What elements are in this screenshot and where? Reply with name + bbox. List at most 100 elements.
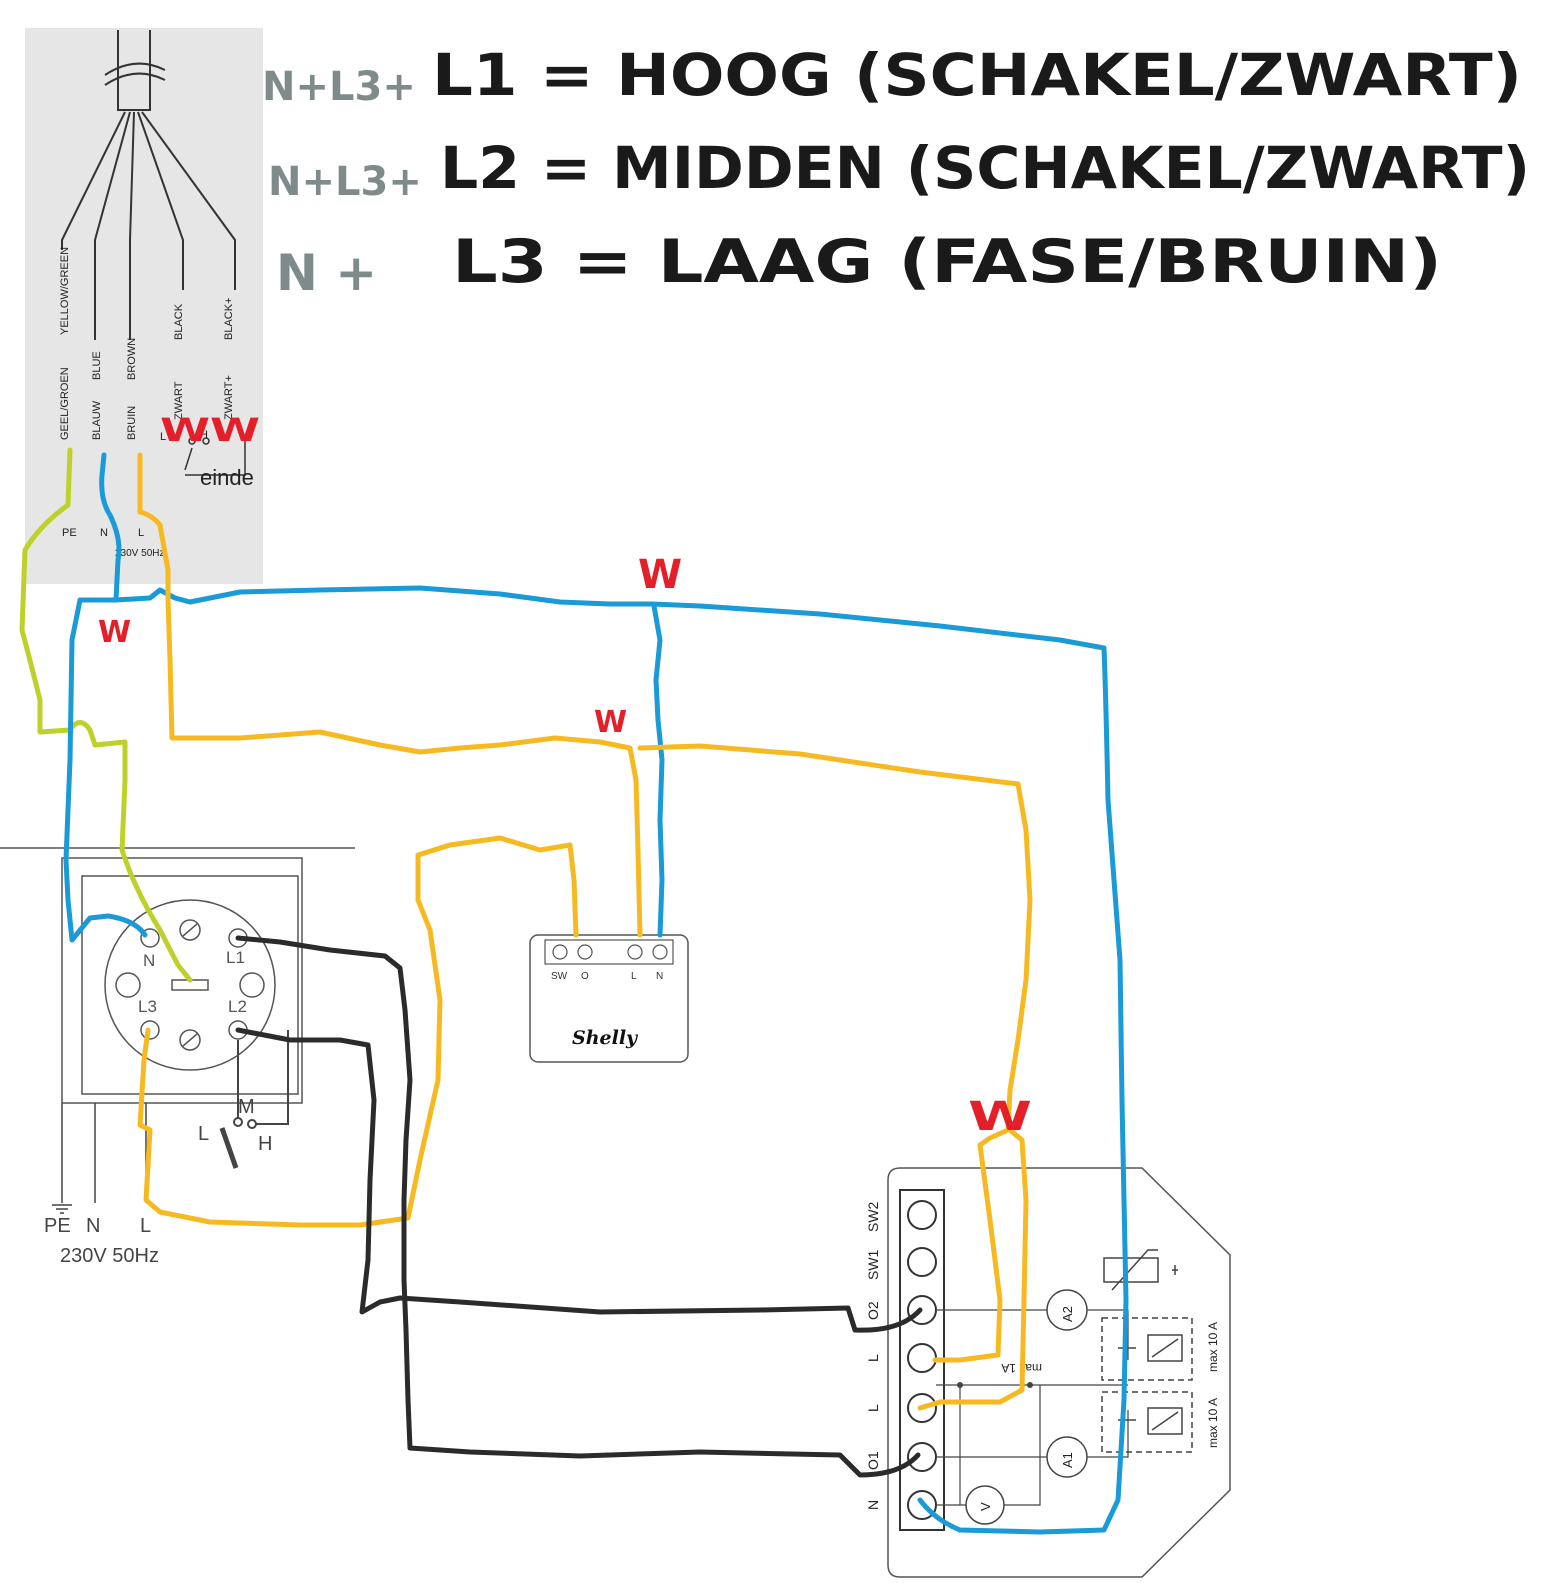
socket-supply-l: L bbox=[140, 1215, 151, 1237]
note-line1-text: L1 = HOOG (SCHAKEL/ZWART) bbox=[432, 41, 1522, 109]
note-line1-prefix: N+L3+ bbox=[262, 64, 416, 110]
fan-socket: N L1 L3 L2 L M H PE N L 230 bbox=[0, 847, 355, 1267]
note-line2-text: L2 = MIDDEN (SCHAKEL/ZWART) bbox=[440, 134, 1530, 202]
shelly-2-meter-labels: A2 A1 V bbox=[978, 1306, 1075, 1511]
photo-supply: 230V 50Hz bbox=[115, 548, 164, 559]
wire-label-en-4: BLACK bbox=[173, 303, 185, 340]
shelly-1-body bbox=[529, 934, 689, 1063]
socket-label-l3: L3 bbox=[138, 997, 157, 1016]
wire-neutral-top bbox=[113, 585, 1129, 1535]
relay-labels: max 10 A max 10 A bbox=[1206, 1322, 1220, 1448]
socket-screws bbox=[115, 919, 265, 1051]
marker-w-center: W bbox=[594, 705, 627, 740]
socket-switch-l: L bbox=[198, 1123, 209, 1145]
photo-switch bbox=[184, 437, 246, 476]
marker-ww-photo: WW bbox=[160, 411, 260, 449]
wire-phase-to-shelly-1 bbox=[552, 735, 643, 938]
socket-supply-labels: PE N L 230V 50Hz bbox=[44, 1215, 159, 1267]
wire-label-nl-4: ZWART bbox=[173, 381, 185, 420]
wire-label-en-2: BLUE bbox=[91, 351, 103, 380]
shelly-1-label-sw: SW bbox=[551, 971, 568, 982]
socket-switch-m: M bbox=[238, 1096, 255, 1118]
wire-switched-l2 bbox=[235, 1027, 923, 1333]
wire-neutral-main bbox=[63, 452, 148, 943]
marker-w-right: W bbox=[968, 1094, 1032, 1140]
wires bbox=[19, 447, 1129, 1535]
socket-switch-h: H bbox=[258, 1133, 272, 1155]
junction-markers: WW W W W W bbox=[98, 411, 1032, 1140]
shelly-2-label-o2: O2 bbox=[865, 1301, 881, 1320]
shelly-2-body bbox=[887, 1167, 1231, 1578]
socket-label-l1: L1 bbox=[226, 948, 245, 967]
photo-terminals: PE N L 230V 50Hz bbox=[62, 527, 164, 559]
marker-w-left: W bbox=[98, 615, 131, 650]
photo-terminal-pe: PE bbox=[62, 527, 77, 539]
wire-phase-to-socket bbox=[137, 835, 579, 1228]
cable-sheath bbox=[117, 30, 151, 111]
shelly-1-logo: Shelly bbox=[572, 1027, 639, 1049]
shelly-2-label-l-1: L bbox=[865, 1354, 881, 1362]
socket-supply-rating: 230V 50Hz bbox=[60, 1245, 159, 1267]
shelly-1-label-o: O bbox=[581, 971, 589, 982]
photo-terminal-n: N bbox=[100, 527, 108, 539]
relay-max-10a-1: max 10 A bbox=[1206, 1322, 1220, 1372]
wire-label-nl-3: BRUIN bbox=[126, 406, 138, 440]
shelly-2-label-n: N bbox=[865, 1500, 881, 1510]
einde-label: einde bbox=[200, 465, 254, 490]
socket-supply-pe: PE bbox=[44, 1215, 71, 1237]
wire-label-nl-1: GEEL/GROEN bbox=[59, 367, 71, 440]
relay-max-10a-2: max 10 A bbox=[1206, 1398, 1220, 1448]
socket-label-l2: L2 bbox=[228, 997, 247, 1016]
shelly-2-label-sw1: SW1 bbox=[865, 1249, 881, 1280]
shelly-2-node bbox=[1027, 1382, 1033, 1388]
marker-w-top: W bbox=[638, 552, 682, 598]
socket-supply-lines bbox=[52, 1103, 147, 1214]
shelly-2-terminal-labels: SW2 SW1 O2 L L O1 N bbox=[865, 1201, 881, 1510]
socket-switch bbox=[219, 1030, 289, 1169]
wire-neutral-to-shelly-1 bbox=[651, 603, 665, 938]
handwritten-notes: N+L3+ L1 = HOOG (SCHAKEL/ZWART) N+L3+ L2… bbox=[262, 41, 1530, 302]
meter-a2-label: A2 bbox=[1060, 1306, 1075, 1322]
wire-label-en-5: BLACK+ bbox=[223, 298, 235, 341]
socket-terminal-labels: N L1 L3 L2 bbox=[138, 948, 247, 1016]
socket-label-n: N bbox=[143, 951, 155, 970]
wire-labels: YELLOW/GREEN GEEL/GROEN BLUE BLAUW BROWN… bbox=[59, 247, 235, 440]
shelly-2-label-o1: O1 bbox=[865, 1451, 881, 1470]
shelly-2-label-l-2: L bbox=[865, 1404, 881, 1412]
shelly-1: SW O L N Shelly bbox=[529, 934, 689, 1063]
cable-wires bbox=[61, 111, 236, 340]
cable-photo: YELLOW/GREEN GEEL/GROEN BLUE BLAUW BROWN… bbox=[25, 28, 263, 584]
wire-label-nl-5: ZWART+ bbox=[223, 375, 235, 420]
shelly-2: SW2 SW1 O2 L L O1 N A2 A1 bbox=[865, 1167, 1231, 1578]
socket-ring bbox=[104, 899, 276, 1071]
meter-a1-label: A1 bbox=[1060, 1452, 1075, 1468]
note-line3-text: L3 = LAAG (FASE/BRUIN) bbox=[452, 227, 1442, 297]
wire-label-en-3: BROWN bbox=[126, 338, 138, 380]
socket-outer bbox=[61, 857, 303, 1104]
cable-break-mark bbox=[104, 62, 166, 86]
shelly-2-label-sw2: SW2 bbox=[865, 1201, 881, 1232]
photo-background bbox=[25, 28, 263, 584]
socket-supply-n: N bbox=[86, 1215, 100, 1237]
wire-label-nl-2: BLAUW bbox=[91, 400, 103, 440]
meter-v-label: V bbox=[978, 1502, 993, 1511]
socket-terminals bbox=[140, 928, 248, 1040]
shelly-1-terminals bbox=[552, 944, 668, 960]
wire-phase-main bbox=[137, 452, 558, 755]
shelly-2-meters bbox=[965, 1289, 1088, 1525]
shelly-1-terminal-labels: SW O L N bbox=[551, 971, 663, 982]
socket-switch-labels: L M H bbox=[198, 1096, 272, 1155]
photo-switch-l: L bbox=[160, 431, 166, 443]
photo-switch-h: H bbox=[200, 429, 208, 441]
socket-inner bbox=[81, 875, 299, 1095]
wire-label-en-1: YELLOW/GREEN bbox=[59, 247, 71, 335]
note-line2-prefix: N+L3+ bbox=[268, 159, 422, 205]
photo-terminal-l: L bbox=[138, 527, 144, 539]
shelly-1-label-n: N bbox=[656, 971, 663, 982]
shelly-1-label-l: L bbox=[631, 971, 637, 982]
wire-switched-l1 bbox=[235, 935, 921, 1478]
wire-phase-to-shelly-2 bbox=[637, 743, 1033, 1411]
shelly-2-node bbox=[957, 1382, 963, 1388]
note-line3-prefix: N + bbox=[276, 244, 377, 302]
